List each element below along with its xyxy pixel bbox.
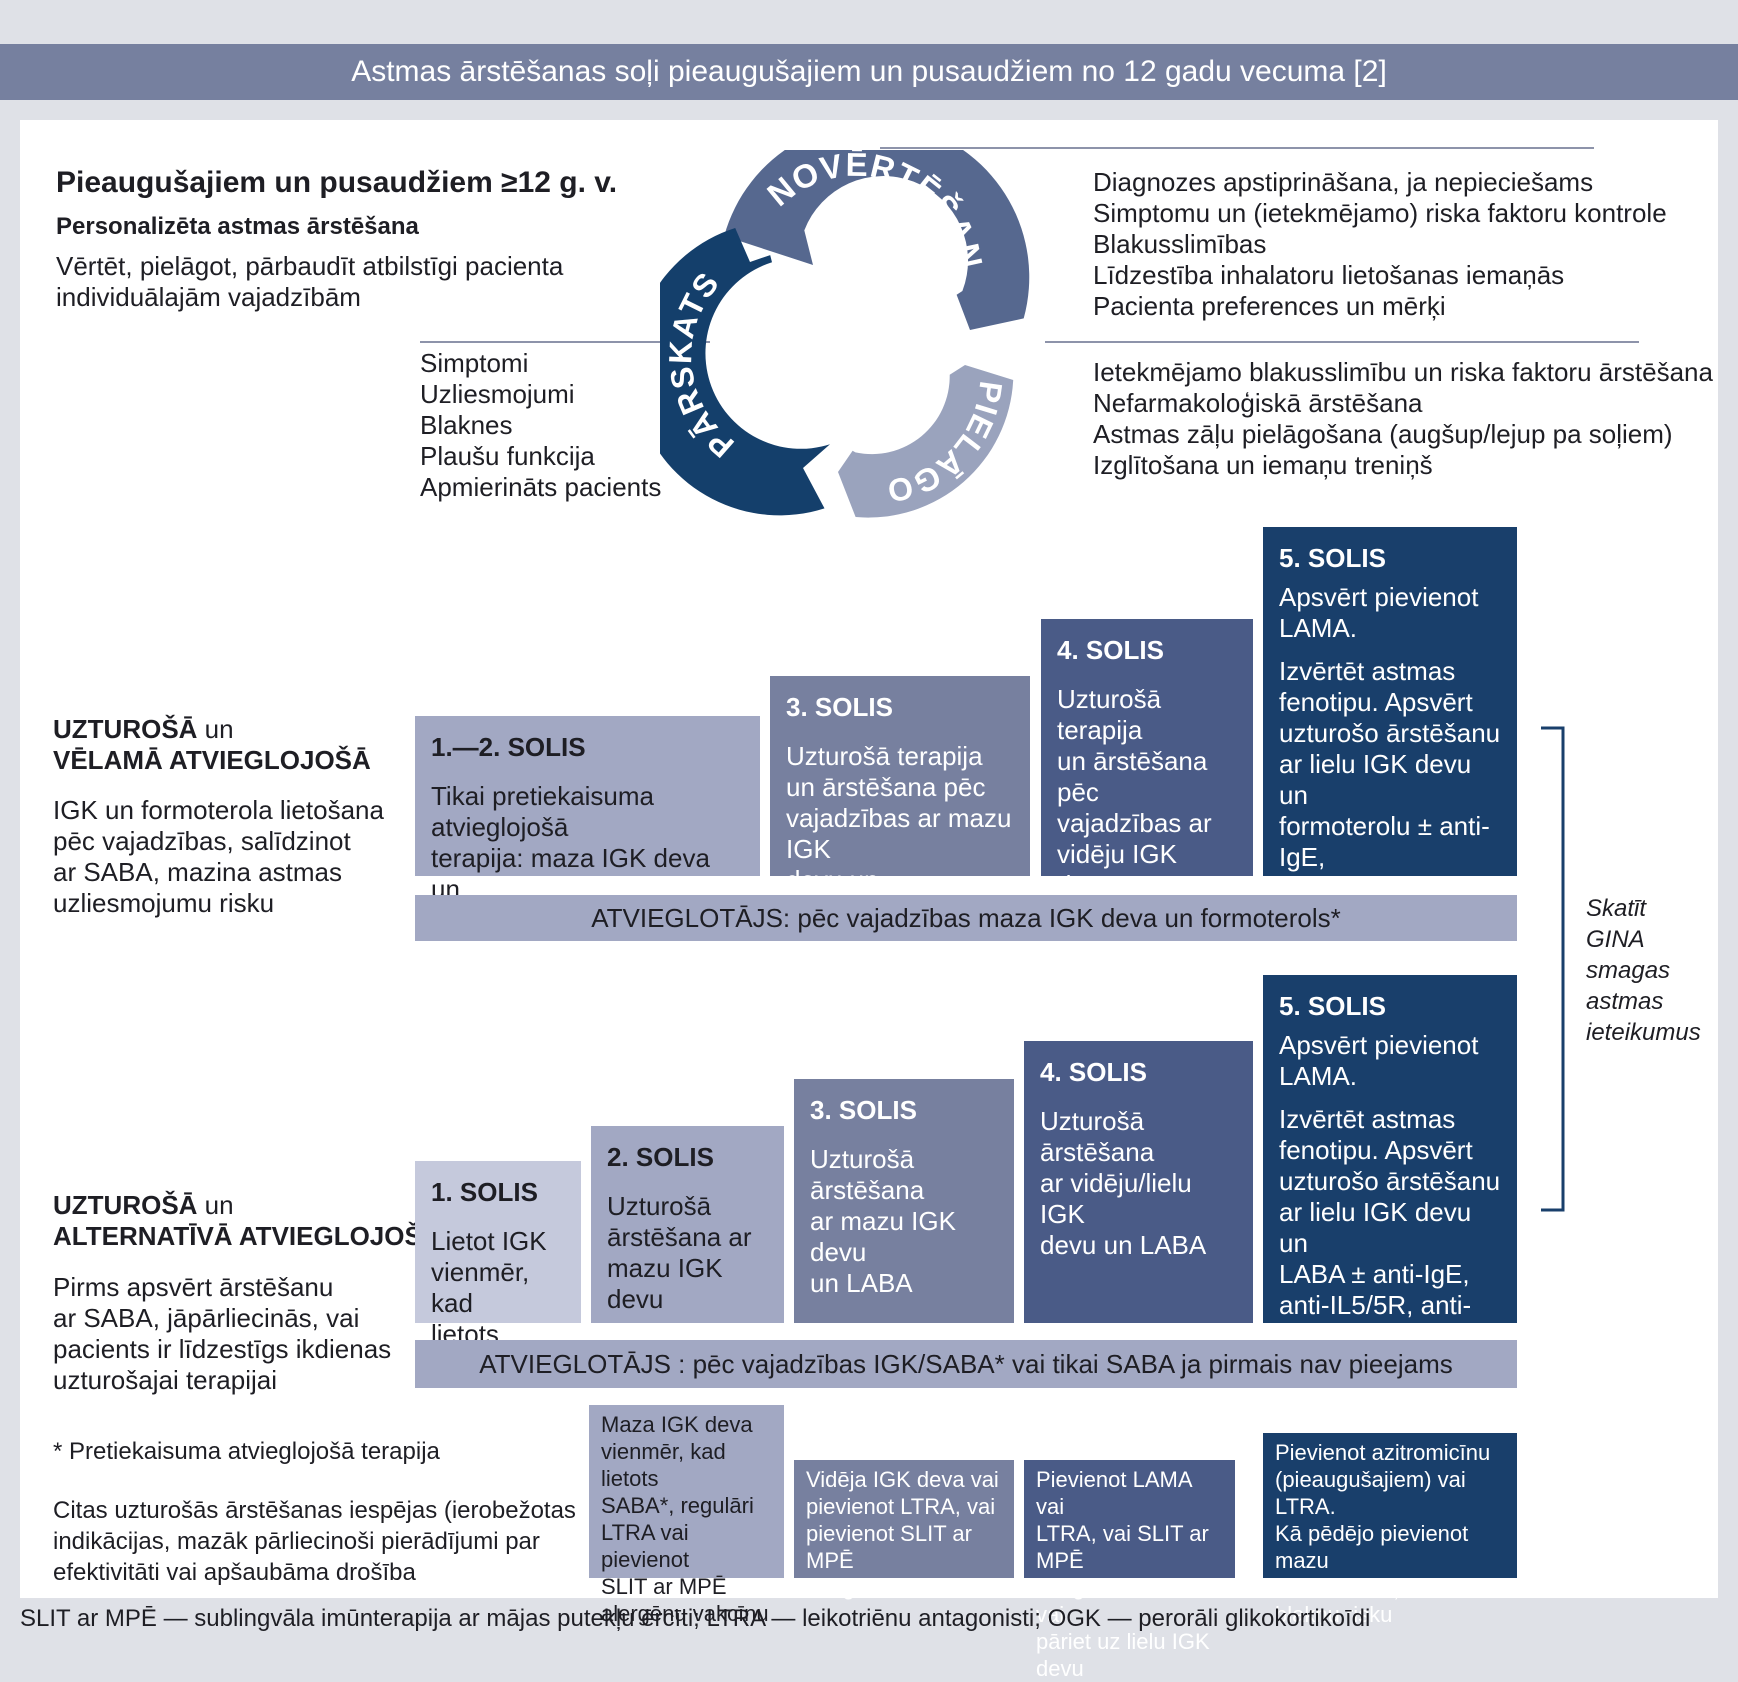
step-body: Uzturošā terapija un ārstēšana pēc vajad…	[1057, 684, 1225, 931]
other-option-step5: Pievienot azitromicīnu (pieaugušajiem) v…	[1263, 1433, 1517, 1627]
other-option-step4: Pievienot LAMA vai LTRA, vai SLIT ar MPĒ…	[1024, 1460, 1235, 1681]
track1-label-un: un	[197, 714, 234, 744]
review-segment	[660, 228, 830, 516]
track2-step-5: 5. SOLIS Apsvērt pievienot LAMA. Izvērtē…	[1263, 975, 1517, 1382]
step-title: 1. SOLIS	[431, 1177, 538, 1207]
step-body: Uzturošā ārstēšana ar mazu IGK devu	[607, 1191, 752, 1314]
other-option-step3: Vidēja IGK deva vai pievienot LTRA, vai …	[794, 1460, 1014, 1600]
step-title: 3. SOLIS	[786, 692, 893, 722]
severe-asthma-bracket	[1541, 726, 1565, 1212]
step-title: 1.—2. SOLIS	[431, 732, 586, 762]
intro-subtitle: Personalizēta astmas ārstēšana	[56, 213, 419, 240]
abbreviations-footer: SLIT ar MPĒ — sublingvāla imūnterapija a…	[20, 1605, 1371, 1632]
other-option-step2: Maza IGK deva vienmēr, kad lietots SABA*…	[589, 1405, 784, 1626]
track2-reliever-bar: ATVIEGLOTĀJS : pēc vajadzības IGK/SABA* …	[415, 1340, 1517, 1388]
review-items: Simptomi Uzliesmojumi Blaknes Plaušu fun…	[420, 348, 662, 502]
assess-rule	[880, 147, 1594, 149]
track2-step-4: 4. SOLIS Uzturošā ārstēšana ar vidēju/li…	[1024, 1041, 1253, 1323]
track2-label-un: un	[197, 1190, 234, 1220]
figure-header: Astmas ārstēšanas soļi pieaugušajiem un …	[0, 44, 1738, 100]
step-body: Uzturošā ārstēšana ar vidēju/lielu IGK d…	[1040, 1106, 1207, 1260]
step-body: Uzturošā ārstēšana ar mazu IGK devu un L…	[810, 1144, 956, 1298]
track2-description: Pirms apsvērt ārstēšanu ar SABA, jāpārli…	[53, 1272, 392, 1395]
track2-step-2: 2. SOLIS Uzturošā ārstēšana ar mazu IGK …	[591, 1126, 784, 1323]
step-body: Apsvērt pievienot LAMA.	[1279, 582, 1479, 643]
step-title: 4. SOLIS	[1057, 635, 1164, 665]
track2-step-3: 3. SOLIS Uzturošā ārstēšana ar mazu IGK …	[794, 1079, 1014, 1323]
other-options-label: Citas uzturošās ārstēšanas iespējas (ier…	[53, 1497, 576, 1586]
step-title: 3. SOLIS	[810, 1095, 917, 1125]
track1-label: UZTUROŠĀ un	[53, 714, 234, 745]
step-body: Apsvērt pievienot LAMA.	[1279, 1030, 1479, 1091]
track2-label: UZTUROŠĀ un	[53, 1190, 234, 1221]
track1-label-strong2: VĒLAMĀ ATVIEGLOJOŠĀ	[53, 745, 371, 775]
intro-text: Vērtēt, pielāgot, pārbaudīt atbilstīgi p…	[56, 251, 564, 312]
track1-step-4: 4. SOLIS Uzturošā terapija un ārstēšana …	[1041, 619, 1253, 931]
track1-label-strong1: UZTUROŠĀ	[53, 714, 198, 744]
review-rule	[420, 341, 710, 343]
assess-segment	[724, 150, 1030, 330]
track1-description: IGK un formoterola lietošana pēc vajadzī…	[53, 795, 384, 918]
adjust-segment	[838, 365, 1014, 518]
track2-label-strong1: UZTUROŠĀ	[53, 1190, 198, 1220]
assess-items: Diagnozes apstiprināšana, ja nepieciešam…	[1093, 167, 1667, 321]
step-title: 5. SOLIS	[1279, 543, 1386, 573]
track1-reliever-bar: ATVIEGLOTĀJS: pēc vajadzības maza IGK de…	[415, 895, 1517, 941]
track1-step-3: 3. SOLIS Uzturošā terapija un ārstēšana …	[770, 676, 1030, 926]
step-title: 2. SOLIS	[607, 1142, 714, 1172]
step-title: 5. SOLIS	[1279, 991, 1386, 1021]
track1-step-5: 5. SOLIS Apsvērt pievienot LAMA. Izvērtē…	[1263, 527, 1517, 965]
side-note: Skatīt GINA smagas astmas ieteikumus	[1586, 895, 1701, 1046]
footnote-star: * Pretiekaisuma atvieglojošā terapija	[53, 1438, 440, 1465]
track2-label-strong2: ALTERNATĪVĀ ATVIEGLOJOŠĀ	[53, 1221, 441, 1251]
assessment-cycle: NOVĒRTĒŠANA PIELĀGOŠANA PĀRSKATS	[660, 150, 1030, 518]
intro-title: Pieaugušajiem un pusaudžiem ≥12 g. v.	[56, 166, 618, 199]
adjust-rule	[1045, 341, 1639, 343]
track2-step-1: 1. SOLIS Lietot IGK vienmēr, kad lietots…	[415, 1161, 581, 1380]
adjust-items: Ietekmējamo blakusslimību un riska fakto…	[1093, 357, 1713, 480]
track1-step-1-2: 1.—2. SOLIS Tikai pretiekaisuma atvieglo…	[415, 716, 760, 935]
step-title: 4. SOLIS	[1040, 1057, 1147, 1087]
step-body: Uzturošā terapija un ārstēšana pēc vajad…	[786, 741, 1012, 926]
